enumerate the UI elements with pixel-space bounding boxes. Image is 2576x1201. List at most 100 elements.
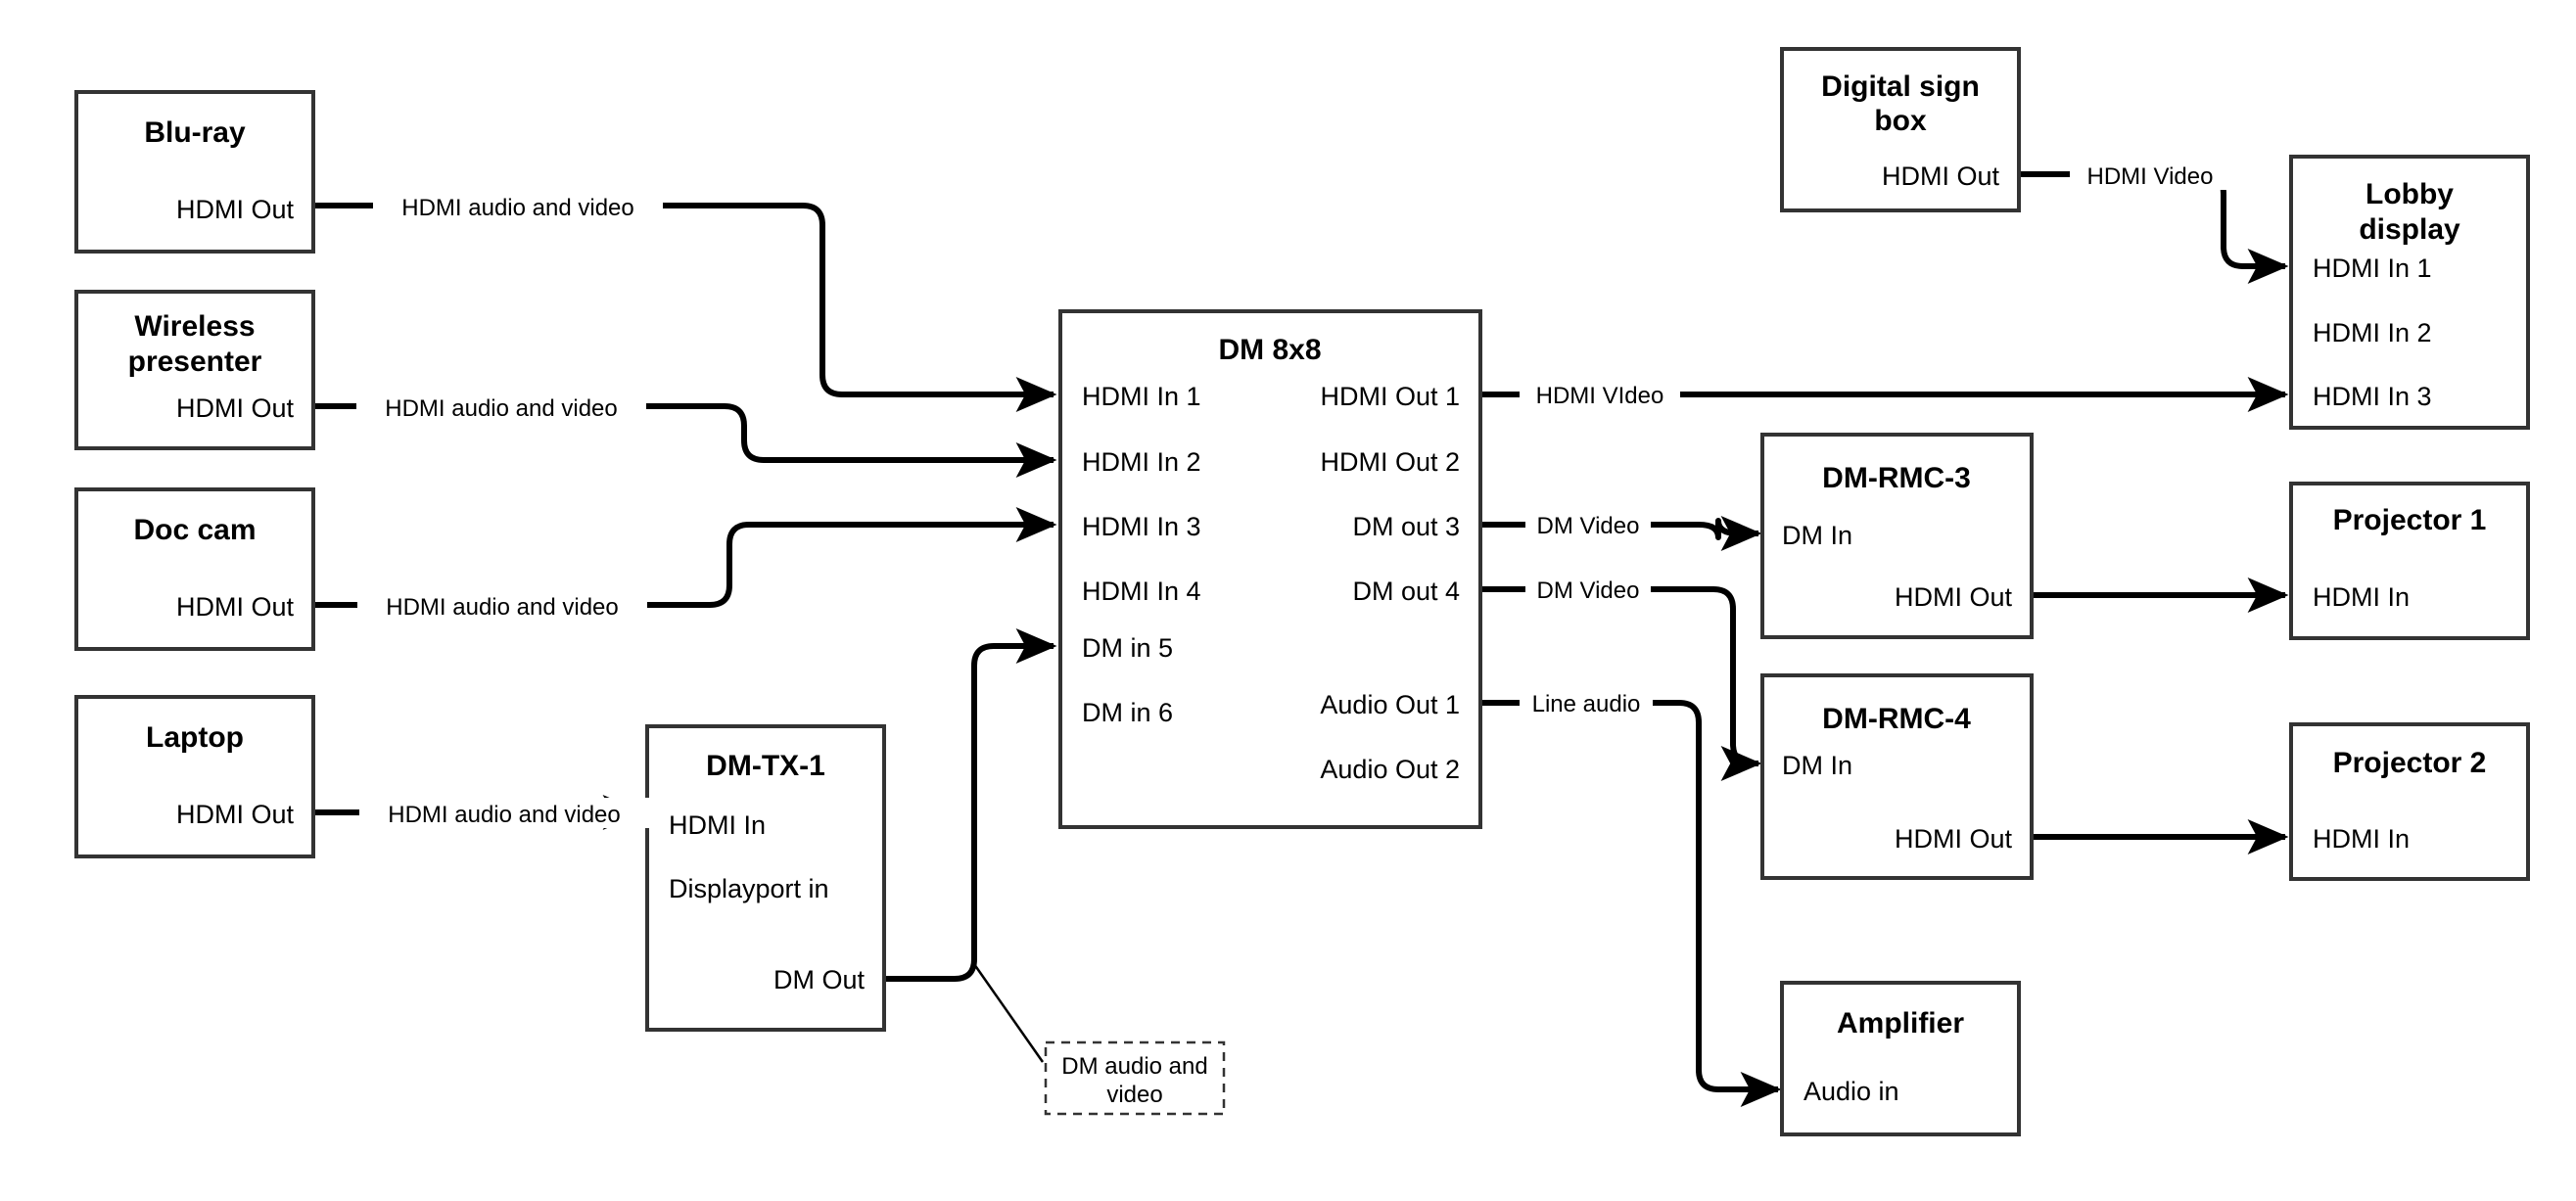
dm-tx-1-title: DM-TX-1 <box>706 750 825 782</box>
edge-label-dm8x8-to-lobby: HDMI VIdeo <box>1520 380 1680 410</box>
svg-text:HDMI audio and video: HDMI audio and video <box>388 802 620 828</box>
dm-8x8-output-dm-out-3: DM out 3 <box>1352 512 1460 541</box>
dm-8x8-title: DM 8x8 <box>1218 334 1321 366</box>
svg-text:HDMI Video: HDMI Video <box>2087 163 2214 190</box>
bluray-port-hdmi-out: HDMI Out <box>176 195 295 224</box>
device-dm-8x8[interactable]: DM 8x8 HDMI In 1 HDMI In 2 HDMI In 3 HDM… <box>1058 309 1482 829</box>
doc-cam-port-hdmi-out: HDMI Out <box>176 592 295 622</box>
svg-text:HDMI audio and video: HDMI audio and video <box>386 594 618 621</box>
lobby-display-port-hdmi-in-3: HDMI In 3 <box>2313 382 2432 411</box>
wire-doccam-to-dm8x8 <box>313 507 1057 608</box>
callout-dm-audio-video-line1: DM audio and <box>1061 1053 1207 1080</box>
projector-2-port-hdmi-in: HDMI In <box>2313 824 2410 854</box>
device-laptop[interactable]: Laptop HDMI Out <box>74 695 315 858</box>
wire-dm8x8-to-dmrmc4 <box>1480 586 1762 781</box>
lobby-display-box[interactable] <box>2289 155 2530 430</box>
wireless-presenter-title-line1: Wireless <box>134 310 255 343</box>
svg-text:HDMI audio and video: HDMI audio and video <box>385 395 617 422</box>
dm-8x8-input-hdmi-in-4: HDMI In 4 <box>1082 577 1201 606</box>
device-doc-cam[interactable]: Doc cam HDMI Out <box>74 487 315 651</box>
svg-text:HDMI audio and video: HDMI audio and video <box>401 195 633 221</box>
doc-cam-box[interactable] <box>74 487 315 651</box>
dm-rmc-3-port-dm-in: DM In <box>1782 521 1852 550</box>
device-projector-1[interactable]: Projector 1 HDMI In <box>2289 482 2530 640</box>
doc-cam-title: Doc cam <box>133 514 256 546</box>
device-amplifier[interactable]: Amplifier Audio in <box>1780 981 2021 1136</box>
amplifier-title: Amplifier <box>1837 1007 1964 1039</box>
projector-2-box[interactable] <box>2289 722 2530 881</box>
device-dm-tx-1[interactable]: DM-TX-1 HDMI In Displayport in DM Out <box>645 724 886 1032</box>
laptop-title: Laptop <box>146 721 244 754</box>
dm-8x8-input-hdmi-in-3: HDMI In 3 <box>1082 512 1201 541</box>
laptop-port-hdmi-out: HDMI Out <box>176 800 295 829</box>
svg-text:DM Video: DM Video <box>1537 577 1640 604</box>
edge-label-doccam-to-dm8x8: HDMI audio and video <box>357 590 647 621</box>
lobby-display-port-hdmi-in-2: HDMI In 2 <box>2313 318 2432 347</box>
device-digital-sign-box[interactable]: Digital sign box HDMI Out <box>1780 47 2021 212</box>
dm-tx-1-box[interactable] <box>645 724 886 1032</box>
device-dm-rmc-3[interactable]: DM-RMC-3 DM In HDMI Out <box>1760 433 2034 639</box>
bluray-title: Blu-ray <box>144 116 246 149</box>
device-wireless-presenter[interactable]: Wireless presenter HDMI Out <box>74 290 315 450</box>
dm-8x8-output-audio-out-2: Audio Out 2 <box>1320 755 1460 784</box>
callout-dm-audio-video-line2: video <box>1106 1082 1162 1108</box>
dm-tx-1-port-dm-out: DM Out <box>773 965 866 994</box>
callout-dm-audio-and-video: DM audio and video <box>1044 1040 1226 1116</box>
amplifier-port-audio-in: Audio in <box>1803 1077 1899 1106</box>
laptop-box[interactable] <box>74 695 315 858</box>
digital-sign-box-box[interactable] <box>1780 47 2021 212</box>
lobby-display-title-line2: display <box>2359 213 2460 246</box>
dm-8x8-input-dm-in-6: DM in 6 <box>1082 698 1173 727</box>
dm-8x8-input-hdmi-in-2: HDMI In 2 <box>1082 447 1201 477</box>
dm-8x8-input-hdmi-in-1: HDMI In 1 <box>1082 382 1201 411</box>
dm-rmc-4-port-dm-in: DM In <box>1782 751 1852 780</box>
svg-text:Line audio: Line audio <box>1532 691 1641 717</box>
dm-8x8-box[interactable] <box>1058 309 1482 829</box>
wireless-presenter-port-hdmi-out: HDMI Out <box>176 393 295 423</box>
dm-tx-1-port-displayport-in: Displayport in <box>669 874 829 903</box>
digital-sign-box-title-line1: Digital sign <box>1821 70 1980 103</box>
dm-8x8-input-dm-in-5: DM in 5 <box>1082 633 1173 663</box>
bluray-box[interactable] <box>74 90 315 254</box>
dm-rmc-3-title: DM-RMC-3 <box>1822 462 1971 494</box>
digital-sign-box-port-hdmi-out: HDMI Out <box>1882 162 2000 191</box>
dm-rmc-4-box[interactable] <box>1760 673 2034 880</box>
callout-dm-audio-video-box <box>1044 1040 1226 1116</box>
dm-8x8-output-audio-out-1: Audio Out 1 <box>1320 690 1460 719</box>
device-dm-rmc-4[interactable]: DM-RMC-4 DM In HDMI Out <box>1760 673 2034 880</box>
projector-1-title: Projector 1 <box>2333 504 2487 536</box>
edge-label-wireless-to-dm8x8: HDMI audio and video <box>356 392 646 422</box>
wire-wireless-to-dm8x8 <box>313 403 1057 478</box>
device-projector-2[interactable]: Projector 2 HDMI In <box>2289 722 2530 881</box>
projector-1-box[interactable] <box>2289 482 2530 640</box>
dm-8x8-output-hdmi-out-2: HDMI Out 2 <box>1320 447 1460 477</box>
edge-label-dm8x8-to-dmrmc4: DM Video <box>1525 575 1651 605</box>
dm-8x8-output-hdmi-out-1: HDMI Out 1 <box>1320 382 1460 411</box>
projector-2-title: Projector 2 <box>2333 747 2487 779</box>
leader-line-dm-audio-video <box>972 963 1045 1063</box>
dm-rmc-4-title: DM-RMC-4 <box>1822 703 1971 735</box>
dm-tx-1-port-hdmi-in: HDMI In <box>669 810 766 840</box>
lobby-display-title-line1: Lobby <box>2365 178 2454 210</box>
svg-text:HDMI VIdeo: HDMI VIdeo <box>1536 383 1664 409</box>
dm-rmc-4-port-hdmi-out: HDMI Out <box>1895 824 2013 854</box>
svg-text:DM Video: DM Video <box>1537 513 1640 539</box>
dm-rmc-3-port-hdmi-out: HDMI Out <box>1895 582 2013 612</box>
dm-rmc-3-box[interactable] <box>1760 433 2034 639</box>
dm-8x8-output-dm-out-4: DM out 4 <box>1352 577 1460 606</box>
device-lobby-display[interactable]: Lobby display HDMI In 1 HDMI In 2 HDMI I… <box>2289 155 2530 430</box>
device-bluray[interactable]: Blu-ray HDMI Out <box>74 90 315 254</box>
wire-bluray-to-dm8x8 <box>313 203 1057 412</box>
amplifier-box[interactable] <box>1780 981 2021 1136</box>
edge-label-dm8x8-to-dmrmc3: DM Video <box>1525 510 1651 540</box>
edge-label-sign-to-lobby: HDMI Video <box>2070 160 2230 190</box>
wire-dm8x8-to-amplifier <box>1480 700 1782 1107</box>
wire-dm8x8-to-dmrmc3 <box>1480 516 1762 551</box>
wireless-presenter-box[interactable] <box>74 290 315 450</box>
wire-dmtx1-to-dm8x8 <box>884 628 1057 982</box>
lobby-display-port-hdmi-in-1: HDMI In 1 <box>2313 254 2432 283</box>
digital-sign-box-title-line2: box <box>1874 105 1927 137</box>
projector-1-port-hdmi-in: HDMI In <box>2313 582 2410 612</box>
